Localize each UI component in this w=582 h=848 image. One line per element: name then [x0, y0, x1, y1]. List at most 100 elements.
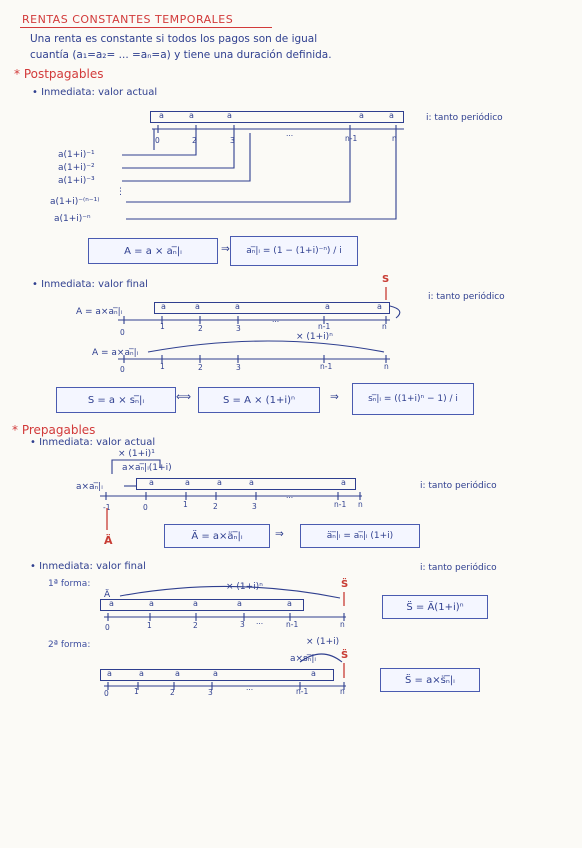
- a-double-dot-mark: Ä: [104, 534, 113, 547]
- tick-label: 2: [193, 621, 198, 630]
- cell: a: [325, 302, 330, 311]
- s-dd-mark: S̈: [341, 579, 349, 590]
- cell: a: [311, 669, 316, 678]
- tick-label: 0: [120, 328, 125, 337]
- post-actual-note: i: tanto periódico: [426, 113, 503, 123]
- cell: a: [341, 478, 346, 487]
- tick-label: n: [382, 322, 387, 331]
- cell: a: [185, 478, 190, 487]
- tick-label: ...: [256, 617, 264, 626]
- left-label: a×aₙ̅|ᵢ: [76, 482, 103, 492]
- page-title: RENTAS CONSTANTES TEMPORALES: [22, 13, 234, 26]
- inner-label: a×aₙ̅|ᵢ(1+i): [122, 463, 172, 473]
- forma-1-label: 1ª forma:: [48, 579, 91, 589]
- tick-label: 2: [198, 363, 203, 372]
- forma-2-label-a-s: a×sₙ̅|ᵢ: [290, 654, 316, 664]
- equiv-arrow: ⟺: [176, 391, 192, 403]
- tick-label: 2: [198, 324, 203, 333]
- cell: a: [195, 302, 200, 311]
- intro-line-2: cuantía (a₁=a₂= ... =aₙ=a) y tiene una d…: [30, 49, 332, 61]
- tick-label: 2: [170, 688, 175, 697]
- discount-factor: a(1+i)⁻³: [58, 176, 95, 186]
- tick-label: ...: [246, 683, 254, 692]
- cell: a: [389, 111, 394, 120]
- post-final-label: • Inmediata: valor final: [32, 279, 148, 290]
- discount-factor: a(1+i)⁻ⁿ: [54, 214, 91, 224]
- post-final-note: i: tanto periódico: [428, 292, 505, 302]
- tick-label: 3: [230, 136, 235, 145]
- tick-label: 1: [147, 621, 152, 630]
- tick-label: 0: [143, 503, 148, 512]
- tick-label: 3: [236, 363, 241, 372]
- cell: a: [213, 669, 218, 678]
- tick-label: n: [340, 620, 345, 629]
- tick-label: n-1: [334, 500, 347, 509]
- tick-label: 3: [240, 620, 245, 629]
- post-final-bar: a a a a a: [154, 302, 390, 314]
- discount-factor: a(1+i)⁻⁽ⁿ⁻¹⁾: [50, 197, 100, 207]
- formula-s-dd-1: S̈ = Ä(1+i)ⁿ: [382, 595, 488, 619]
- a-dd-left: Ä: [104, 590, 111, 600]
- formula-s-n-i: sₙ̅|ᵢ = ((1+i)ⁿ − 1) / i: [352, 383, 474, 415]
- a-label: A = a×aₙ̅|ᵢ: [76, 307, 123, 317]
- cell: a: [217, 478, 222, 487]
- arc-top-label: × (1+i)¹: [118, 449, 155, 459]
- tick-label: 3: [252, 502, 257, 511]
- intro-line-1: Una renta es constante si todos los pago…: [30, 33, 318, 45]
- cell: a: [159, 111, 164, 120]
- tick-label: n-1: [345, 134, 358, 143]
- arrow: ⇒: [330, 391, 339, 403]
- tick-label: 2: [213, 502, 218, 511]
- formula-s-dd-2: S̈ = a×s̈ₙ̅|ᵢ: [380, 668, 480, 692]
- formula-a-dd: Ä = a×äₙ̅|ᵢ: [164, 524, 270, 548]
- arrow: ⇒: [221, 243, 230, 255]
- tick-label: ...: [286, 129, 294, 138]
- tick-label: 0: [105, 623, 110, 632]
- cell: a: [193, 599, 198, 608]
- title-underline: [20, 27, 272, 28]
- tick-label: 3: [236, 324, 241, 333]
- pre-actual-label: • Inmediata: valor actual: [30, 437, 156, 448]
- tick-label: n: [392, 134, 397, 143]
- arrow: ⇒: [275, 528, 284, 540]
- cell: a: [149, 599, 154, 608]
- forma-2-arc: × (1+i): [306, 637, 340, 647]
- formula-a-n-i: aₙ̅|ᵢ = (1 − (1+i)⁻ⁿ) / i: [230, 236, 358, 266]
- tick-label: 1: [183, 500, 188, 509]
- pre-final-label: • Inmediata: valor final: [30, 561, 146, 572]
- pre-final-bar-1: a a a a a: [100, 599, 304, 611]
- cell: a: [287, 599, 292, 608]
- cell: a: [189, 111, 194, 120]
- cell: a: [149, 478, 154, 487]
- discount-factor: a(1+i)⁻²: [58, 163, 95, 173]
- postpagables-heading: * Postpagables: [14, 67, 104, 81]
- cell: a: [359, 111, 364, 120]
- cell: a: [107, 669, 112, 678]
- tick-label: 0: [120, 365, 125, 374]
- s-mark: S: [382, 274, 390, 285]
- tick-label: -1: [103, 503, 111, 512]
- formula-a-dd-n-i: äₙ̅|ᵢ = aₙ̅|ᵢ (1+i): [300, 524, 420, 548]
- tick-label: n: [358, 500, 363, 509]
- cell: a: [227, 111, 232, 120]
- tick-label: 0: [104, 689, 109, 698]
- cell: a: [161, 302, 166, 311]
- tick-label: n: [340, 687, 345, 696]
- pre-final-note: i: tanto periódico: [420, 563, 497, 573]
- a-label: A = a×aₙ̅|ᵢ: [92, 348, 139, 358]
- tick-label: n-1: [296, 687, 309, 696]
- cell: a: [139, 669, 144, 678]
- s-dd-mark-2: S̈: [341, 650, 349, 661]
- post-actual-label: • Inmediata: valor actual: [32, 87, 158, 98]
- post-actual-bar: a a a a a: [150, 111, 404, 123]
- tick-label: n-1: [286, 620, 299, 629]
- pre-actual-bar: a a a a a: [136, 478, 356, 490]
- tick-label: 1: [160, 322, 165, 331]
- tick-label: 3: [208, 688, 213, 697]
- tick-label: 2: [192, 136, 197, 145]
- tick-label: 1: [134, 687, 139, 696]
- arc-label: × (1+i)ⁿ: [296, 332, 333, 342]
- cell: a: [249, 478, 254, 487]
